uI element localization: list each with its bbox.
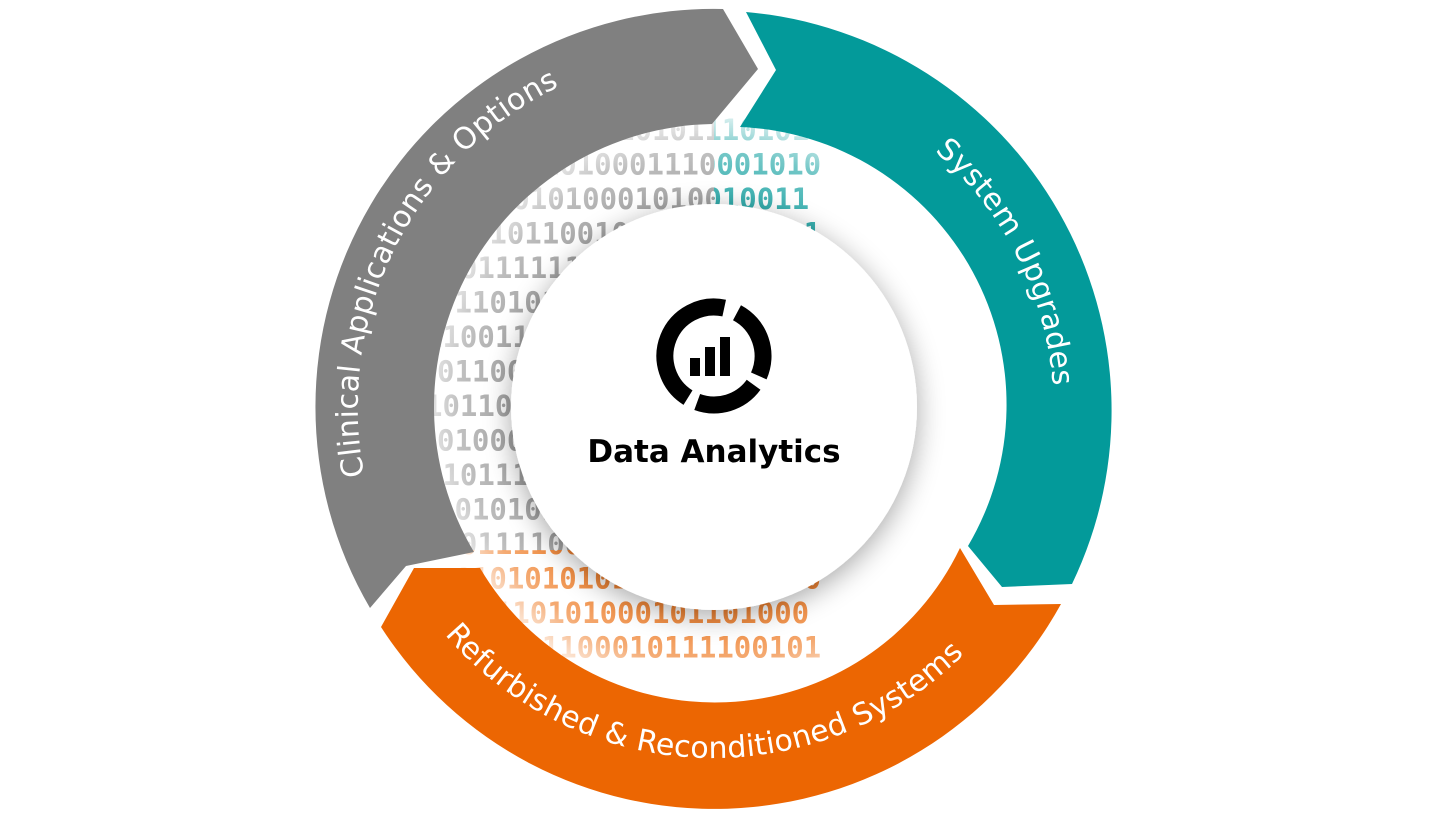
center-title: Data Analytics: [587, 434, 840, 470]
binary-row: 0110101010001110001010: [437, 148, 821, 182]
donut-segment: [694, 379, 761, 414]
donut-segment: [732, 305, 772, 380]
segment-arrow-refurbished-systems: [381, 548, 1061, 809]
donut-segment: [656, 298, 726, 405]
icon-bar: [690, 358, 700, 376]
segment-arrow-clinical-applications: [315, 8, 758, 609]
icon-bar: [705, 347, 715, 376]
icon-bar: [720, 337, 730, 376]
analytics-donut-bar-icon: [656, 298, 772, 414]
segment-arrow-system-upgrades: [740, 12, 1112, 587]
